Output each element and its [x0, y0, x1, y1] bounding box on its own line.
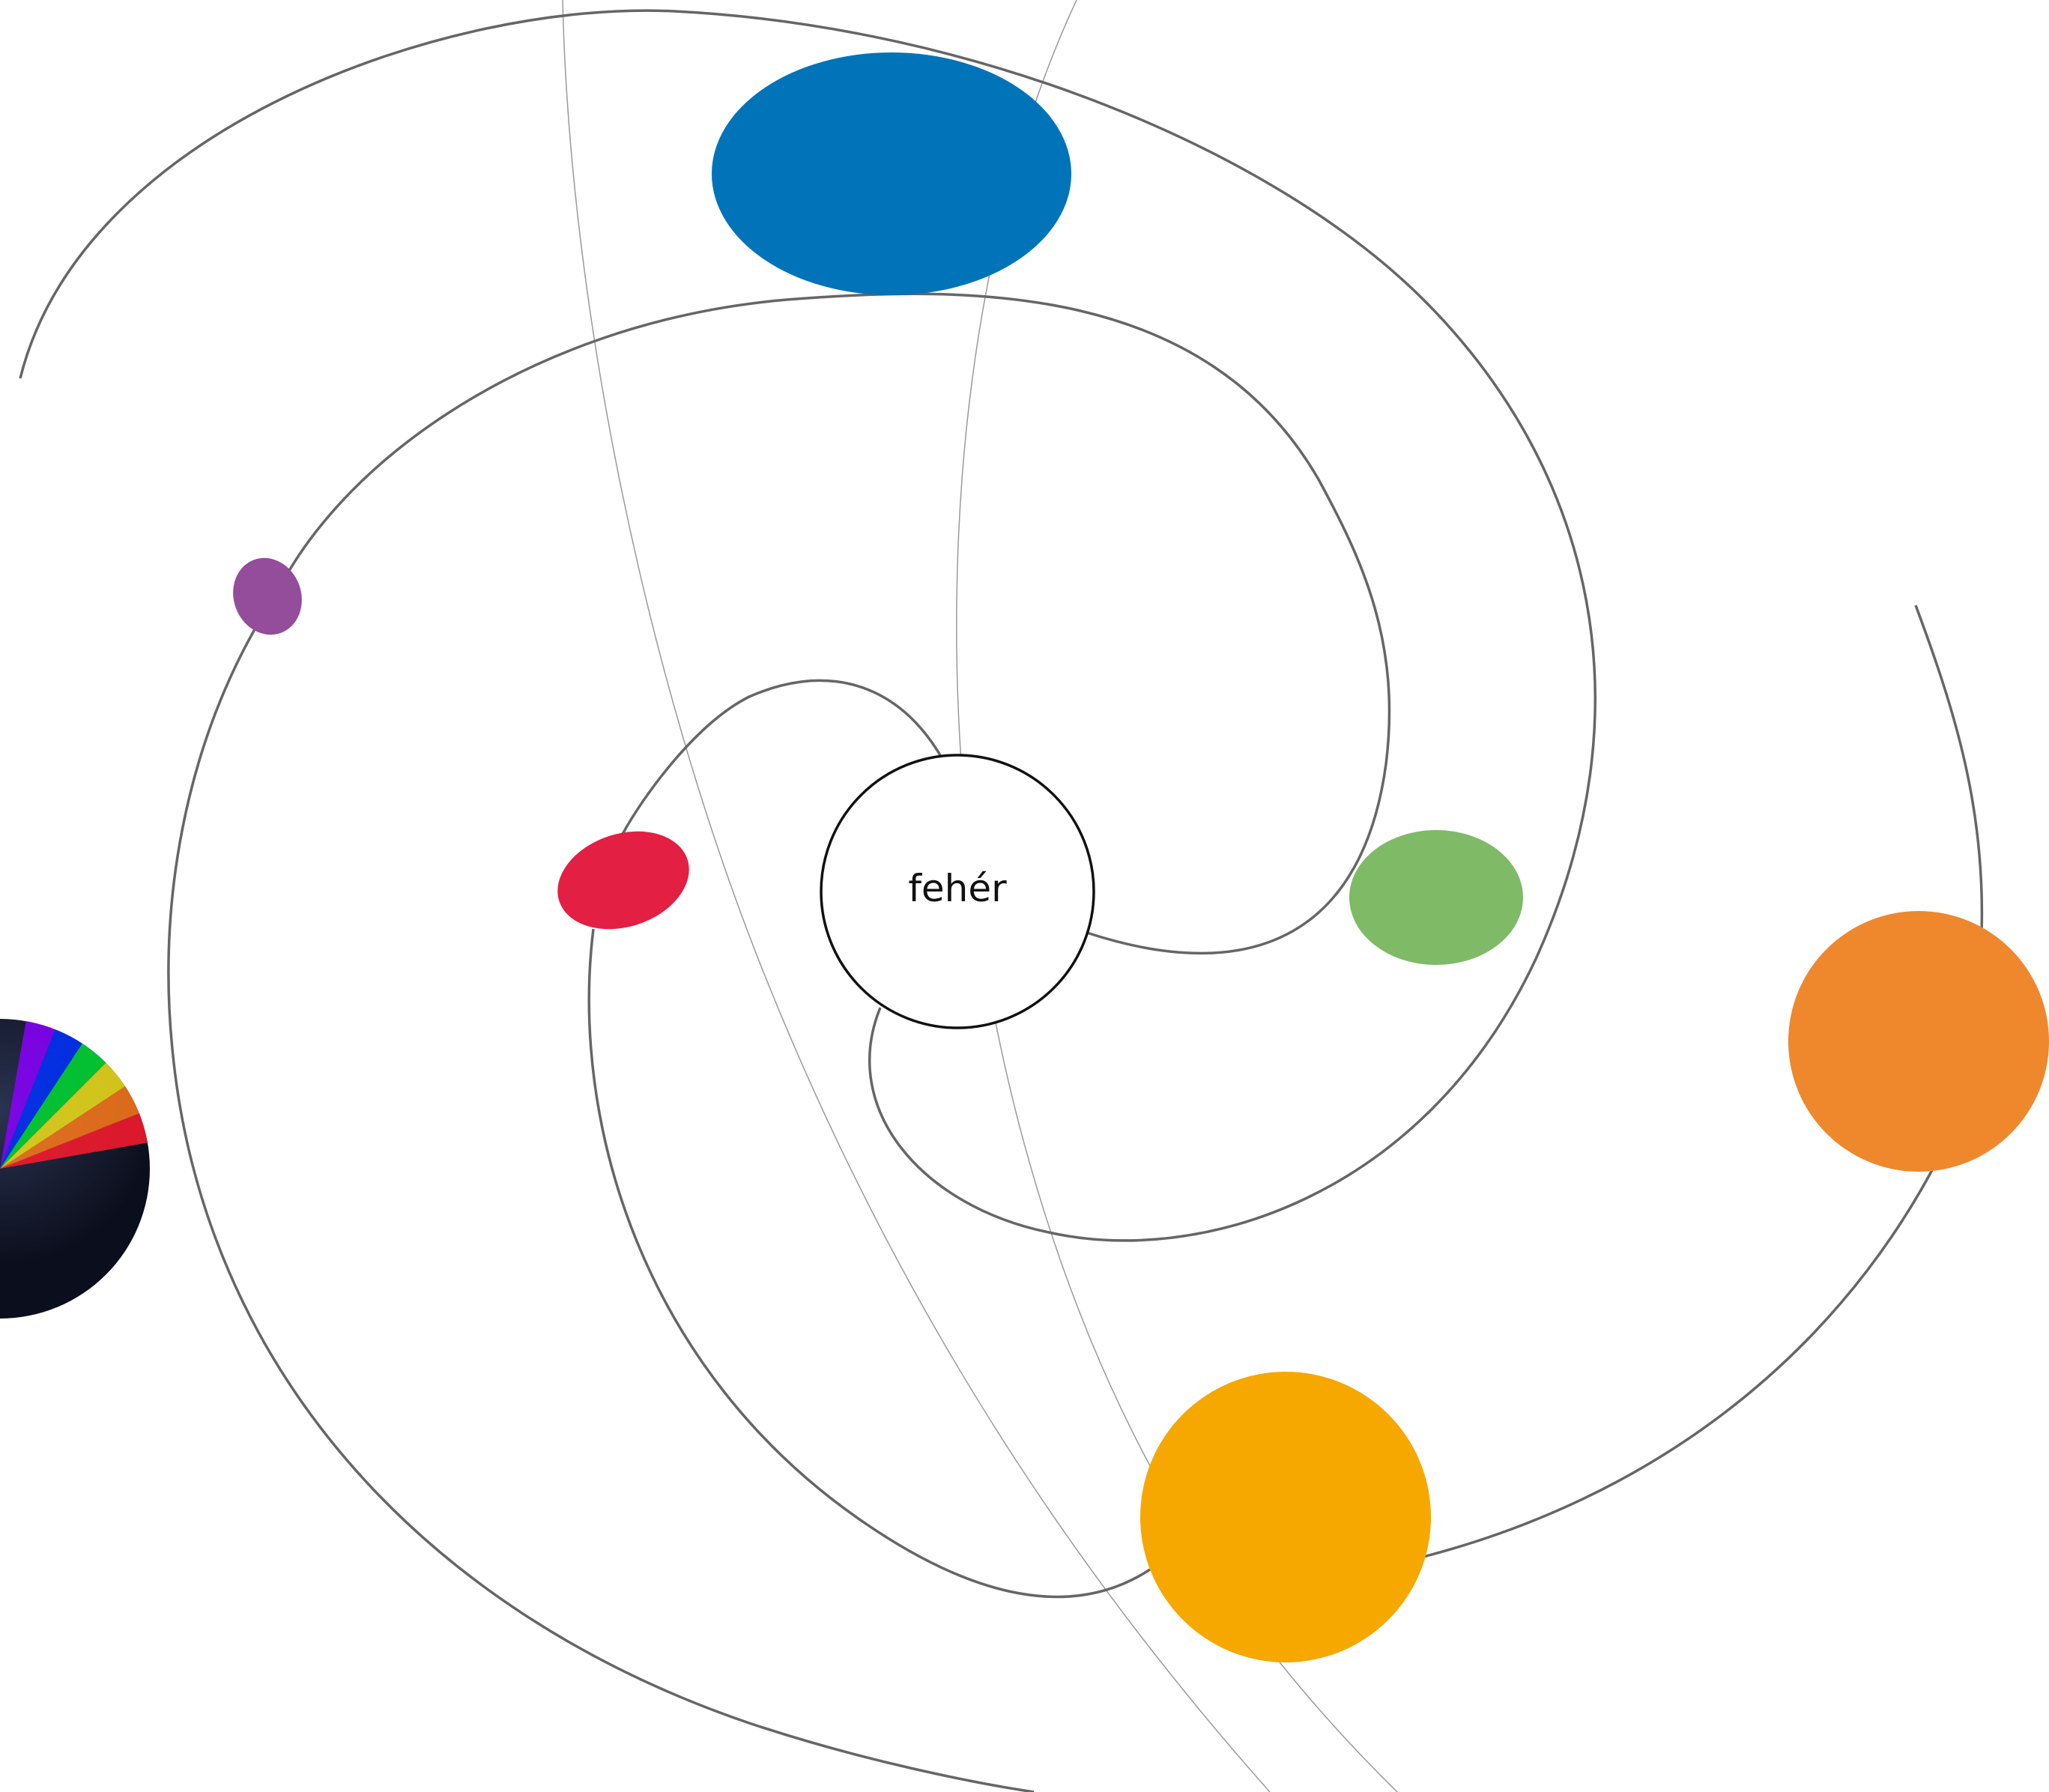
center-node: fehér: [820, 754, 1095, 1029]
center-circle: [820, 754, 1095, 1029]
color-wheel-rays: [0, 1019, 150, 1169]
yellow-node: [1140, 1372, 1431, 1662]
orange-node: [1788, 911, 2049, 1172]
spiral-arm-second: [264, 292, 1391, 955]
spiral-arm-outer: [19, 9, 1596, 1242]
color-wheel: [0, 1019, 150, 1319]
blue-node: [712, 52, 1071, 295]
spiral-arm-yellow-orange: [1423, 1168, 1934, 1558]
center-label: fehér: [908, 867, 1007, 910]
spiral-arms: [19, 9, 1984, 1792]
purple-node: [233, 557, 302, 635]
spiral-arm-orange-top: [1914, 605, 1984, 933]
spiral-arm-red-yellow: [587, 928, 1151, 1599]
spiral-arm-inner: [620, 679, 942, 836]
color-nodes: [233, 52, 2049, 1662]
green-node: [1349, 830, 1523, 965]
red-node: [557, 831, 689, 930]
spiral-arm-third: [167, 629, 1035, 1792]
